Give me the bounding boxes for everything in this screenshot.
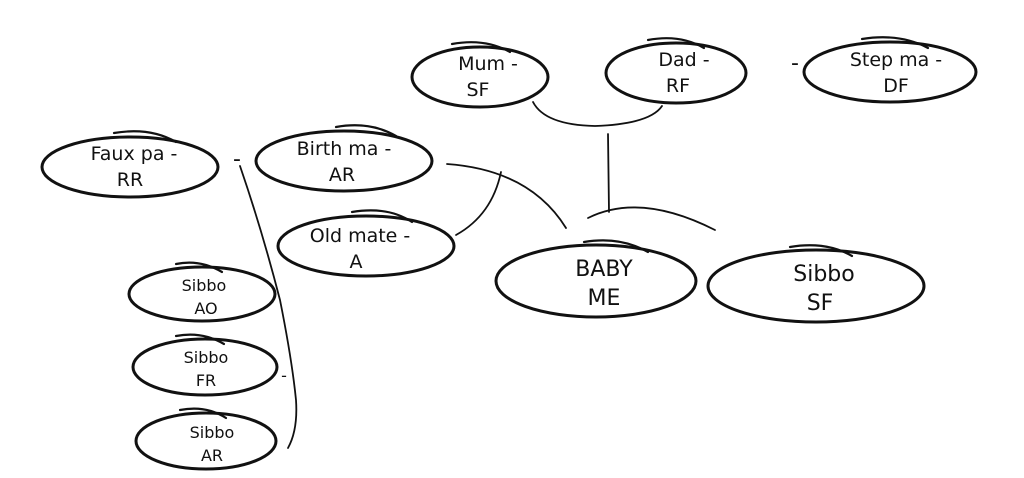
node-dad[interactable]: Dad - RF: [604, 37, 748, 105]
node-sibbo-sf[interactable]: Sibbo SF: [706, 244, 926, 324]
node-label: FR: [196, 371, 216, 390]
node-step-ma[interactable]: Step ma - DF: [802, 36, 978, 104]
node-label: Step ma -: [850, 49, 942, 71]
node-label: ME: [588, 286, 621, 311]
node-label: Sibbo: [793, 262, 854, 287]
old-mate-connector: [455, 171, 502, 236]
sibbos-bracket-line: [239, 165, 298, 449]
node-label: Old mate -: [310, 225, 411, 247]
siblings-arch: [587, 206, 716, 231]
node-sibbo-ao[interactable]: Sibbo AO: [127, 261, 277, 323]
node-birth-ma[interactable]: Birth ma - AR: [254, 124, 434, 193]
node-label: RR: [117, 169, 143, 191]
parents-vertical-line: [607, 133, 610, 213]
node-mum[interactable]: Mum - SF: [410, 41, 550, 109]
node-sibbo-ar[interactable]: Sibbo AR: [134, 407, 278, 471]
node-baby-me[interactable]: BABY ME: [494, 239, 698, 319]
faux-pa-birth-ma-dash: -: [233, 147, 241, 172]
node-label: A: [350, 251, 363, 273]
node-label: AR: [329, 164, 355, 186]
node-sibbo-fr[interactable]: Sibbo FR: [131, 333, 279, 397]
node-old-mate[interactable]: Old mate - A: [276, 209, 456, 278]
mum-dad-connector: [532, 101, 663, 127]
node-label: AR: [201, 446, 223, 465]
node-label: Birth ma -: [297, 138, 392, 160]
node-label: RF: [666, 75, 690, 97]
node-label: Sibbo: [184, 348, 229, 367]
node-faux-pa[interactable]: Faux pa - RR: [40, 130, 220, 199]
node-label: SF: [807, 291, 834, 316]
node-label: Dad -: [658, 49, 709, 71]
node-label: Sibbo: [182, 276, 227, 295]
birth-ma-baby-connector: [446, 163, 567, 229]
node-label: DF: [883, 75, 909, 97]
node-label: Faux pa -: [91, 143, 178, 165]
node-label: SF: [467, 79, 490, 101]
node-label: Mum -: [458, 53, 518, 75]
dad-step-ma-dash: -: [791, 51, 799, 76]
node-label: Sibbo: [190, 423, 235, 442]
sibbos-dash: -: [281, 366, 287, 385]
node-label: AO: [194, 299, 217, 318]
node-label: BABY: [575, 257, 633, 282]
